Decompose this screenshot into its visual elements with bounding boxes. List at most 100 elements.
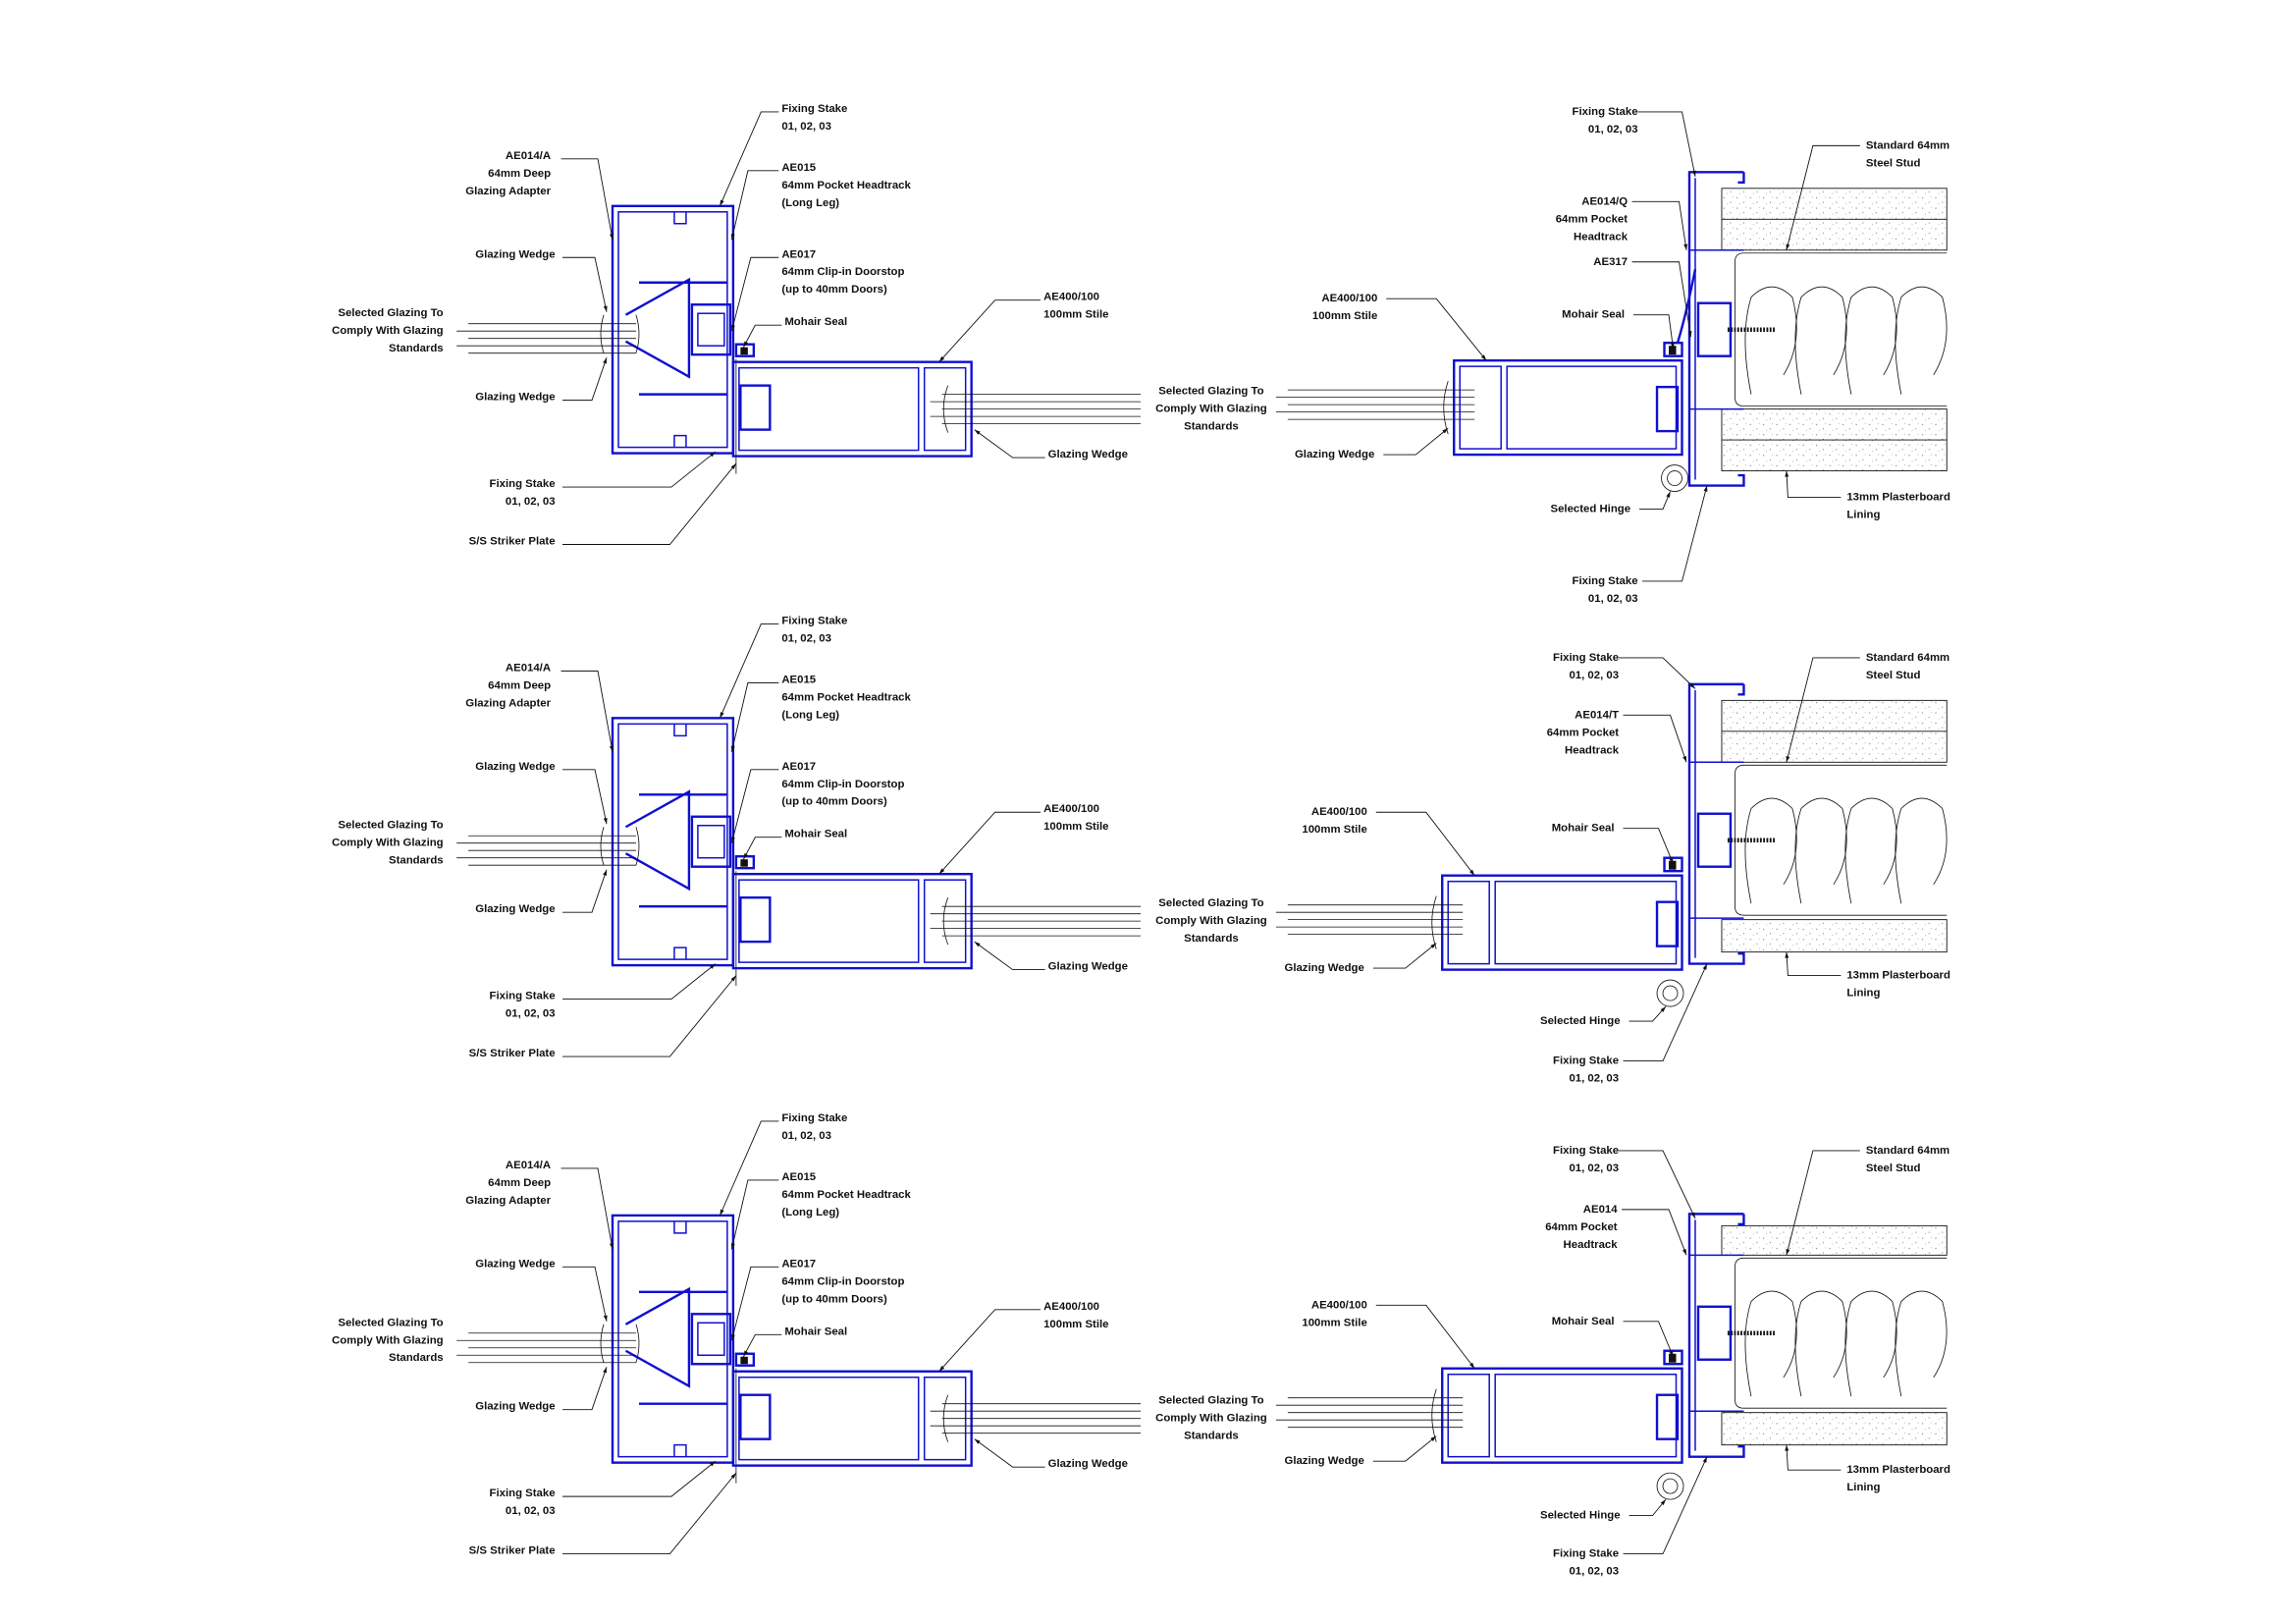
callout-label: Standard 64mm xyxy=(1866,1145,1949,1157)
callout-label: Mohair Seal xyxy=(784,316,847,328)
callout-label: Mohair Seal xyxy=(784,1325,847,1337)
callout-label: Standards xyxy=(1184,421,1239,433)
leader-line xyxy=(1786,1150,1860,1256)
doorstop-inner xyxy=(697,1322,725,1356)
adapter-keyway xyxy=(673,1220,687,1457)
stile-chamber xyxy=(738,366,920,452)
callout-label: Standards xyxy=(389,343,444,354)
leader-line xyxy=(742,324,782,348)
leader-line xyxy=(562,769,608,825)
callout-label: Fixing Stake xyxy=(1553,1055,1619,1067)
plasterboard-lining xyxy=(1721,1224,1948,1256)
leader-line xyxy=(730,769,779,843)
leader-line xyxy=(1639,491,1671,510)
arrowhead-icon xyxy=(1691,170,1696,177)
leader-line xyxy=(1786,951,1842,977)
hinge-knuckle xyxy=(1656,979,1684,1007)
callout-label: 64mm Pocket xyxy=(1547,727,1620,738)
glazing-adapter-profile xyxy=(611,717,735,967)
glazing-bead xyxy=(624,277,691,379)
callout-label: Selected Hinge xyxy=(1551,504,1631,515)
callout-label: Fixing Stake xyxy=(490,991,556,1002)
callout-label: Selected Glazing To xyxy=(1158,1395,1263,1407)
arrowhead-icon xyxy=(743,341,748,348)
callout-label: 64mm Pocket xyxy=(1545,1221,1618,1233)
adapter-keyway xyxy=(673,211,687,448)
callout-label: Fixing Stake xyxy=(781,1112,847,1124)
pocket-insert xyxy=(1696,1305,1733,1361)
leader-line xyxy=(974,1438,1045,1468)
headtrack-lip xyxy=(1737,1214,1745,1226)
glazing-wedge xyxy=(600,827,640,866)
mohair-seal-holder xyxy=(1663,856,1683,873)
callout-label: Fixing Stake xyxy=(781,103,847,115)
callout-label: S/S Striker Plate xyxy=(469,1048,556,1059)
insulation-batt xyxy=(1744,797,1797,904)
arrowhead-icon xyxy=(1469,1362,1475,1369)
arrowhead-icon xyxy=(743,852,748,860)
callout-label: Selected Glazing To xyxy=(1158,897,1263,909)
leader-line xyxy=(1623,963,1708,1061)
leader-line xyxy=(562,462,737,545)
callout-label: Selected Glazing To xyxy=(338,1317,443,1328)
callout-label: 01, 02, 03 xyxy=(1569,1163,1619,1174)
insulation-batt xyxy=(1844,286,1897,395)
arrowhead-icon xyxy=(731,1333,735,1341)
leader-line xyxy=(561,158,614,241)
callout-label: S/S Striker Plate xyxy=(469,535,556,547)
leader-line xyxy=(1372,943,1437,969)
leader-line xyxy=(1623,1456,1708,1555)
callout-label: 01, 02, 03 xyxy=(506,1008,556,1020)
callout-label: Steel Stud xyxy=(1866,670,1921,681)
stile-chamber xyxy=(1459,365,1502,450)
leader-line xyxy=(1629,1498,1667,1517)
callout-label: (up to 40mm Doors) xyxy=(781,284,887,296)
arrowhead-icon xyxy=(1442,428,1449,434)
arrowhead-icon xyxy=(1430,1435,1437,1441)
leader-line xyxy=(730,1266,779,1341)
arrowhead-icon xyxy=(938,1365,945,1372)
insulation-batt xyxy=(1794,286,1847,395)
callout-label: (Long Leg) xyxy=(781,197,839,209)
leader-line xyxy=(1629,1005,1667,1022)
leader-line xyxy=(562,1472,737,1555)
callout-label: 13mm Plasterboard xyxy=(1846,492,1950,504)
glazing-adapter-inner xyxy=(617,723,728,960)
callout-label: Comply With Glazing xyxy=(332,325,444,337)
callout-label: S/S Striker Plate xyxy=(469,1545,556,1557)
arrowhead-icon xyxy=(730,233,735,241)
arrowhead-icon xyxy=(1682,1249,1687,1256)
arrowhead-icon xyxy=(1785,951,1789,958)
arrowhead-icon xyxy=(1703,485,1708,492)
insulation-batt xyxy=(1844,1290,1897,1397)
callout-label: Selected Glazing To xyxy=(1158,386,1263,398)
mohair-seal xyxy=(740,1356,748,1365)
stile-chamber xyxy=(1506,365,1678,450)
leader-line xyxy=(974,429,1045,459)
callout-label: AE014/A xyxy=(506,1160,551,1171)
arrowhead-icon xyxy=(1660,1499,1667,1505)
callout-label: Fixing Stake xyxy=(490,1488,556,1499)
clip-in-doorstop xyxy=(690,303,732,356)
arrowhead-icon xyxy=(1702,963,1707,970)
glazing-wedge xyxy=(1431,895,1437,949)
callout-label: Comply With Glazing xyxy=(332,838,444,849)
leader-line xyxy=(1786,470,1842,498)
stile-chamber xyxy=(738,879,920,963)
callout-label: 64mm Pocket xyxy=(1556,213,1629,225)
arrowhead-icon xyxy=(720,712,724,719)
callout-label: Steel Stud xyxy=(1866,157,1921,169)
callout-label: 100mm Stile xyxy=(1302,824,1366,836)
glazing-wedge xyxy=(600,314,640,353)
stile-chamber xyxy=(1447,1373,1490,1458)
callout-label: (up to 40mm Doors) xyxy=(781,1293,887,1305)
callout-label: AE015 xyxy=(781,162,816,174)
doorstop-inner xyxy=(697,312,725,347)
arrowhead-icon xyxy=(731,324,735,332)
leader-line xyxy=(562,256,608,312)
callout-label: 100mm Stile xyxy=(1043,821,1108,833)
callout-label: Mohair Seal xyxy=(1562,309,1625,321)
